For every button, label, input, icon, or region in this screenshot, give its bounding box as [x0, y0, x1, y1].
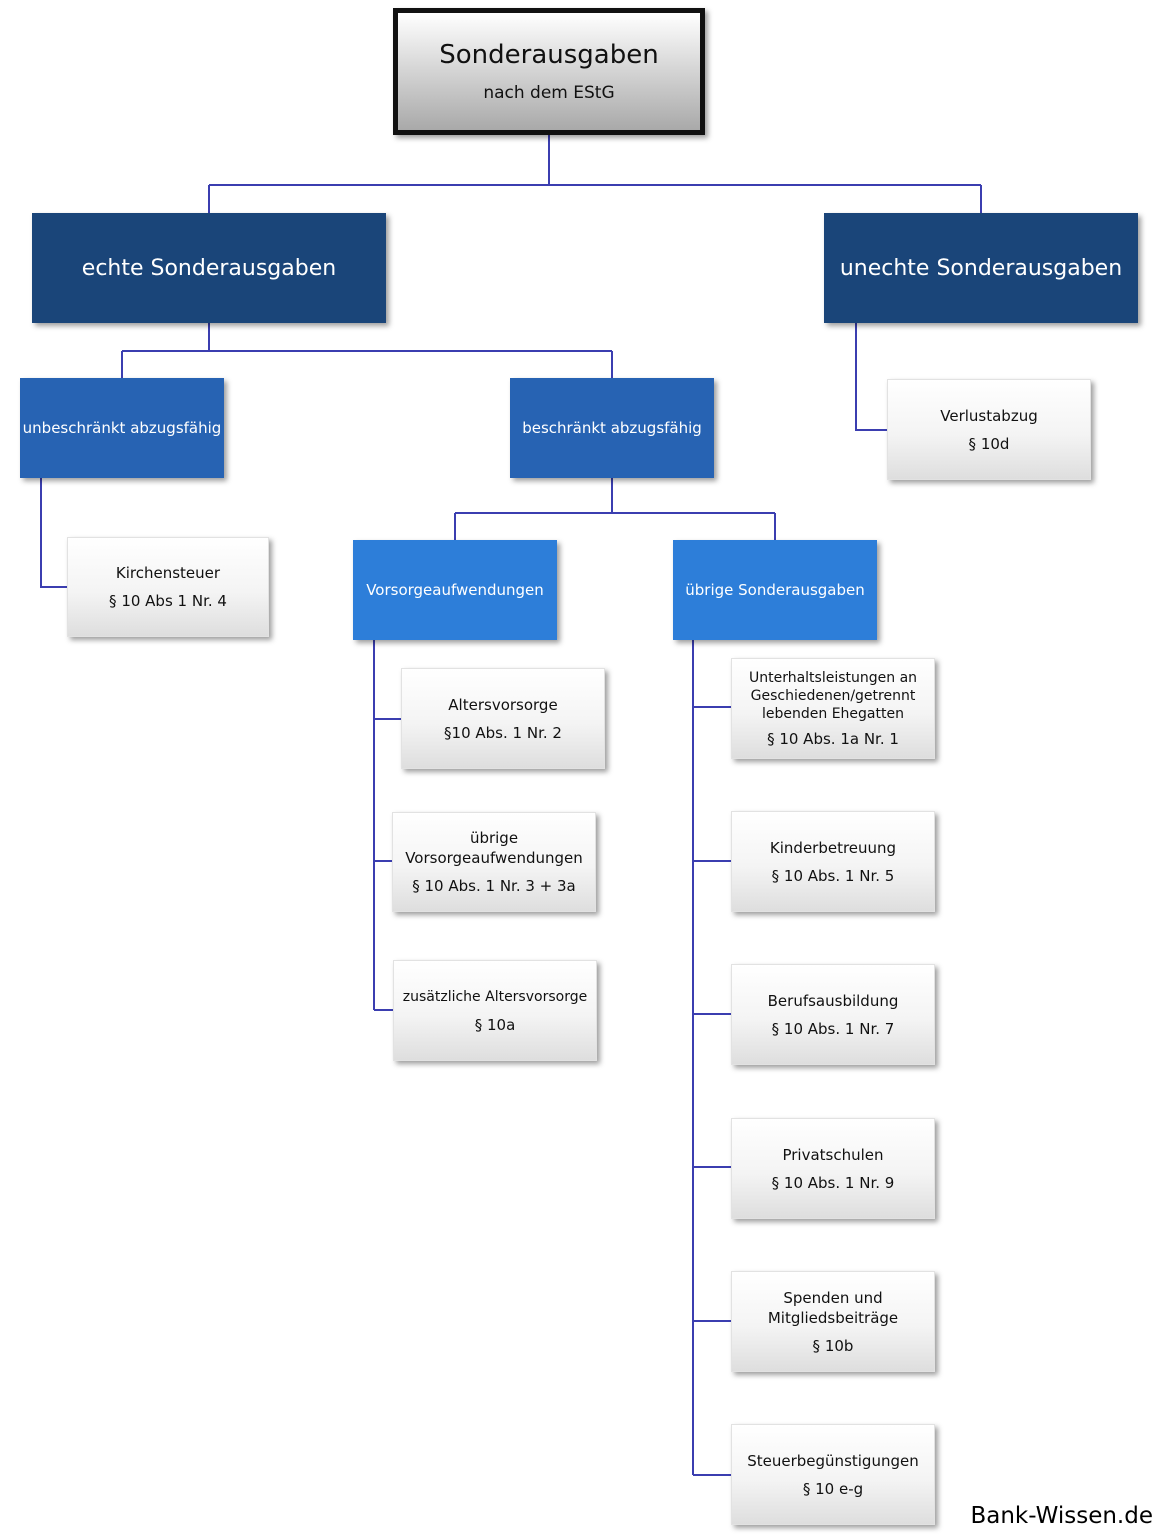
kirchensteuer-node: Kirchensteuer § 10 Abs 1 Nr. 4: [67, 537, 269, 637]
unterhaltsleistungen-node: Unterhaltsleistungen an Geschiedenen/get…: [731, 658, 935, 759]
berufsausbildung-label: Berufsausbildung: [767, 991, 899, 1010]
steuerbeguenstigungen-label: Steuerbegünstigungen: [747, 1451, 919, 1470]
root-title: Sonderausgaben: [439, 39, 659, 70]
vorsorgeaufwendungen-node: Vorsorgeaufwendungen: [353, 540, 557, 640]
unechte-sonderausgaben-label: unechte Sonderausgaben: [839, 255, 1123, 281]
unbeschraenkt-label: unbeschränkt abzugsfähig: [22, 419, 222, 437]
spenden-label: Spenden und Mitgliedsbeiträge: [767, 1288, 899, 1327]
echte-sonderausgaben-node: echte Sonderausgaben: [32, 213, 386, 323]
uebrige-vorsorgeaufwendungen-ref: § 10 Abs. 1 Nr. 3 + 3a: [412, 877, 576, 895]
kinderbetreuung-ref: § 10 Abs. 1 Nr. 5: [771, 866, 895, 885]
beschraenkt-node: beschränkt abzugsfähig: [510, 378, 714, 478]
kinderbetreuung-node: Kinderbetreuung § 10 Abs. 1 Nr. 5: [731, 811, 935, 912]
privatschulen-label: Privatschulen: [782, 1145, 884, 1164]
zusaetzliche-altersvorsorge-node: zusätzliche Altersvorsorge § 10a: [393, 960, 597, 1061]
privatschulen-ref: § 10 Abs. 1 Nr. 9: [771, 1173, 895, 1192]
berufsausbildung-ref: § 10 Abs. 1 Nr. 7: [771, 1019, 895, 1038]
root-node: Sonderausgaben nach dem EStG: [393, 8, 705, 135]
uebrige-sonderausgaben-label: übrige Sonderausgaben: [685, 581, 865, 599]
zusaetzliche-altersvorsorge-ref: § 10a: [474, 1015, 516, 1034]
echte-sonderausgaben-label: echte Sonderausgaben: [81, 255, 337, 281]
berufsausbildung-node: Berufsausbildung § 10 Abs. 1 Nr. 7: [731, 964, 935, 1065]
unterhaltsleistungen-label: Unterhaltsleistungen an Geschiedenen/get…: [748, 669, 918, 722]
uebrige-vorsorgeaufwendungen-label: übrige Vorsorgeaufwendungen: [405, 829, 583, 867]
connector-uebrige-children: [692, 640, 731, 1476]
zusaetzliche-altersvorsorge-label: zusätzliche Altersvorsorge: [402, 988, 588, 1005]
connector-unbeschraenkt-kirchensteuer: [40, 478, 67, 588]
unbeschraenkt-node: unbeschränkt abzugsfähig: [20, 378, 224, 478]
altersvorsorge-node: Altersvorsorge §10 Abs. 1 Nr. 2: [401, 668, 605, 769]
connector-unechte-verlustabzug: [855, 323, 887, 431]
steuerbeguenstigungen-ref: § 10 e-g: [802, 1479, 864, 1498]
verlustabzug-ref: § 10d: [968, 434, 1010, 453]
vorsorgeaufwendungen-label: Vorsorgeaufwendungen: [366, 581, 544, 599]
uebrige-vorsorgeaufwendungen-node: übrige Vorsorgeaufwendungen § 10 Abs. 1 …: [392, 812, 596, 912]
altersvorsorge-ref: §10 Abs. 1 Nr. 2: [444, 723, 562, 742]
spenden-ref: § 10b: [812, 1336, 854, 1355]
uebrige-sonderausgaben-node: übrige Sonderausgaben: [673, 540, 877, 640]
verlustabzug-label: Verlustabzug: [940, 406, 1038, 425]
privatschulen-node: Privatschulen § 10 Abs. 1 Nr. 9: [731, 1118, 935, 1219]
beschraenkt-label: beschränkt abzugsfähig: [522, 419, 702, 437]
kinderbetreuung-label: Kinderbetreuung: [769, 838, 897, 857]
connector-beschraenkt-children: [454, 478, 776, 540]
kirchensteuer-label: Kirchensteuer: [115, 564, 221, 582]
connector-root-children: [208, 135, 982, 213]
spenden-node: Spenden und Mitgliedsbeiträge § 10b: [731, 1271, 935, 1372]
verlustabzug-node: Verlustabzug § 10d: [887, 379, 1091, 480]
watermark-text: Bank-Wissen.de: [970, 1503, 1153, 1529]
altersvorsorge-label: Altersvorsorge: [448, 695, 558, 714]
root-subtitle: nach dem EStG: [483, 82, 615, 103]
connector-vorsorge-children: [373, 640, 401, 1011]
unechte-sonderausgaben-node: unechte Sonderausgaben: [824, 213, 1138, 323]
connector-echte-children: [121, 323, 613, 378]
kirchensteuer-ref: § 10 Abs 1 Nr. 4: [109, 592, 227, 610]
unterhaltsleistungen-ref: § 10 Abs. 1a Nr. 1: [767, 729, 899, 748]
steuerbeguenstigungen-node: Steuerbegünstigungen § 10 e-g: [731, 1424, 935, 1525]
